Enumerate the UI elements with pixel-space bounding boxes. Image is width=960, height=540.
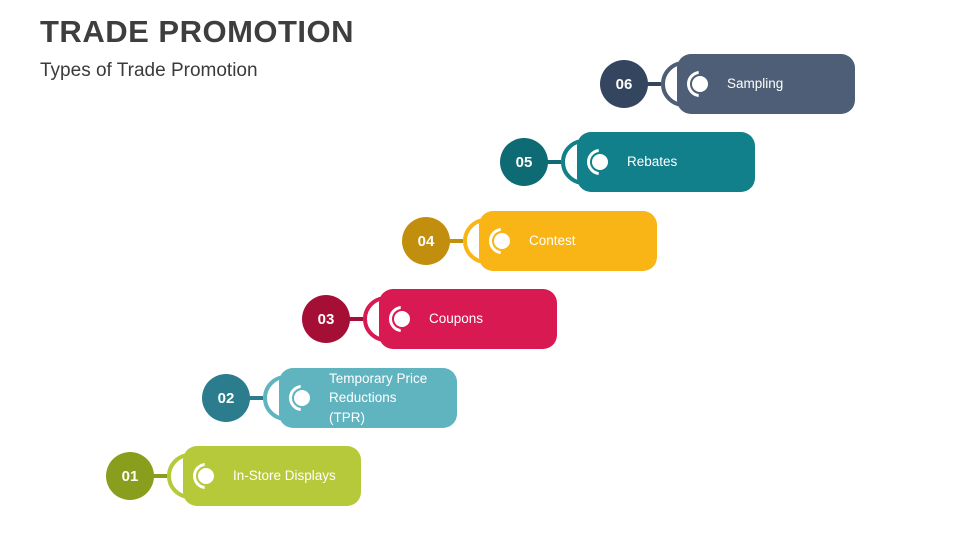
step-label: Temporary Price Reductions (TPR) [329, 370, 428, 425]
step-number-badge: 01 [106, 452, 154, 500]
step-number-badge: 04 [402, 217, 450, 265]
step-item-01: 01 In-Store Displays [106, 446, 361, 506]
step-label-box: Rebates [577, 132, 755, 192]
step-label-box: Coupons [379, 289, 557, 349]
step-item-03: 03 Coupons [302, 289, 557, 349]
bullet-dot-icon [692, 76, 708, 92]
step-number-badge: 03 [302, 295, 350, 343]
step-number-badge: 02 [202, 374, 250, 422]
connector-line [647, 82, 661, 86]
connector-line [449, 239, 463, 243]
arc-decoration [661, 54, 681, 114]
step-label-box: Contest [479, 211, 657, 271]
arc-decoration [263, 368, 283, 428]
bullet-dot-icon [394, 311, 410, 327]
connector-line [153, 474, 167, 478]
slide-subtitle: Types of Trade Promotion [40, 60, 258, 81]
slide-title: TRADE PROMOTION [40, 14, 355, 49]
step-label-box: Sampling [677, 54, 855, 114]
step-label: Contest [529, 233, 576, 249]
step-number-badge: 06 [600, 60, 648, 108]
arc-decoration [363, 289, 383, 349]
step-label: Coupons [429, 311, 484, 327]
step-item-02: 02 Temporary Price Reductions (TPR) [202, 368, 457, 428]
step-label-box: Temporary Price Reductions (TPR) [279, 368, 457, 428]
bullet-dot-icon [294, 390, 310, 406]
arc-decoration [463, 211, 483, 271]
arc-decoration [167, 446, 187, 506]
bullet-dot-icon [198, 468, 214, 484]
step-label: In-Store Displays [233, 468, 336, 484]
step-item-04: 04 Contest [402, 211, 657, 271]
step-label: Sampling [727, 76, 784, 92]
arc-decoration [561, 132, 581, 192]
step-label-box: In-Store Displays [183, 446, 361, 506]
bullet-dot-icon [494, 233, 510, 249]
connector-line [249, 396, 263, 400]
step-label: Rebates [627, 154, 678, 170]
connector-line [349, 317, 363, 321]
connector-line [547, 160, 561, 164]
step-item-06: 06 Sampling [600, 54, 855, 114]
step-item-05: 05 Rebates [500, 132, 755, 192]
step-number-badge: 05 [500, 138, 548, 186]
bullet-dot-icon [592, 154, 608, 170]
